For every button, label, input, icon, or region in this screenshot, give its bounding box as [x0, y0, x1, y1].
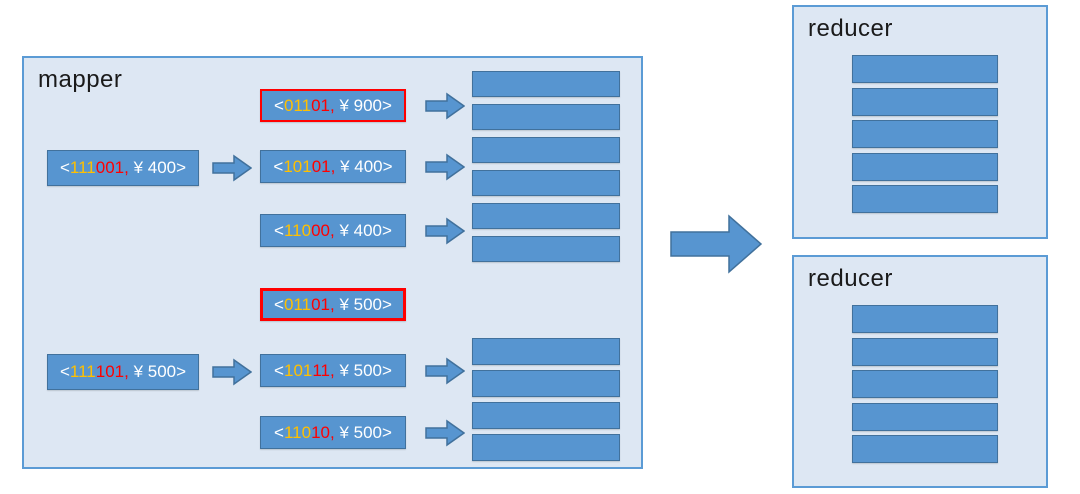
record-slot	[852, 55, 998, 83]
right-arrow-icon	[212, 358, 252, 386]
right-arrow-icon	[425, 419, 465, 447]
kv-value: ¥ 500>	[334, 422, 392, 442]
kv-key-suffix: 101	[95, 362, 125, 381]
record-slot	[472, 137, 620, 163]
record-slot	[472, 71, 620, 97]
kv-comma: ,	[330, 294, 335, 314]
kv-key-prefix: 011	[283, 294, 312, 314]
kv-comma: ,	[330, 360, 335, 380]
kv-value: ¥ 400>	[334, 220, 392, 240]
kv-open-bracket: <	[274, 220, 284, 240]
kv-key-suffix: 01	[311, 95, 331, 115]
record-slot	[852, 338, 998, 366]
kv-value: ¥ 900>	[334, 95, 392, 115]
kv-value: ¥ 400>	[335, 156, 393, 176]
kv-open-bracket: <	[274, 95, 284, 115]
kv-key-suffix: 10	[311, 422, 331, 442]
record-slot	[852, 305, 998, 333]
kv-key-suffix: 001	[95, 158, 125, 177]
kv-key-suffix: 01	[311, 156, 331, 176]
right-arrow-icon	[425, 153, 465, 181]
record-slot	[852, 185, 998, 213]
right-arrow-icon	[425, 92, 465, 120]
right-arrow-icon	[425, 357, 465, 385]
kv-open-bracket: <	[59, 158, 70, 177]
kv-key-suffix: 11	[312, 360, 331, 380]
kv-open-bracket: <	[273, 156, 284, 176]
kv-open-bracket: <	[274, 294, 284, 314]
kv-open-bracket: <	[274, 360, 284, 380]
kv-comma: ,	[124, 158, 129, 177]
reducer-panel-1: reducer	[792, 5, 1048, 239]
record-slot	[472, 236, 620, 262]
record-slot	[472, 402, 620, 429]
kv-value: ¥ 500>	[128, 362, 187, 381]
record-slot	[852, 88, 998, 116]
kv-key-prefix: 101	[283, 156, 312, 176]
kv-key-prefix: 110	[283, 422, 312, 442]
record-slot	[852, 435, 998, 463]
mapper-label: mapper	[38, 66, 123, 93]
kv-key-prefix: 111	[69, 362, 96, 381]
kv-open-bracket: <	[274, 422, 284, 442]
kv-comma: ,	[330, 95, 335, 115]
kv-value: ¥ 500>	[334, 294, 392, 314]
kv-key-prefix: 111	[69, 158, 96, 177]
record-slot	[852, 370, 998, 398]
record-slot	[472, 338, 620, 365]
kv-comma: ,	[330, 422, 335, 442]
kv-key-suffix: 00	[311, 220, 331, 240]
kv-key-prefix: 101	[283, 360, 313, 380]
record-slot	[852, 153, 998, 181]
reducer-panel-2: reducer	[792, 255, 1048, 488]
kv-value: ¥ 400>	[128, 158, 187, 177]
reducer-label: reducer	[808, 15, 893, 42]
big-right-arrow-icon	[670, 214, 763, 274]
kv-open-bracket: <	[59, 362, 70, 381]
record-slot	[852, 403, 998, 431]
reducer-label: reducer	[808, 265, 893, 292]
kv-key-suffix: 01	[311, 294, 331, 314]
record-slot	[472, 104, 620, 130]
kv-value: ¥ 500>	[334, 360, 392, 380]
kv-key-prefix: 110	[283, 220, 312, 240]
kv-comma: ,	[124, 362, 129, 381]
record-slot	[472, 370, 620, 397]
kv-comma: ,	[330, 156, 336, 176]
right-arrow-icon	[212, 154, 252, 182]
record-slot	[472, 203, 620, 229]
record-slot	[472, 434, 620, 461]
kv-key-prefix: 011	[283, 95, 312, 115]
kv-comma: ,	[330, 220, 335, 240]
record-slot	[472, 170, 620, 196]
right-arrow-icon	[425, 217, 465, 245]
record-slot	[852, 120, 998, 148]
